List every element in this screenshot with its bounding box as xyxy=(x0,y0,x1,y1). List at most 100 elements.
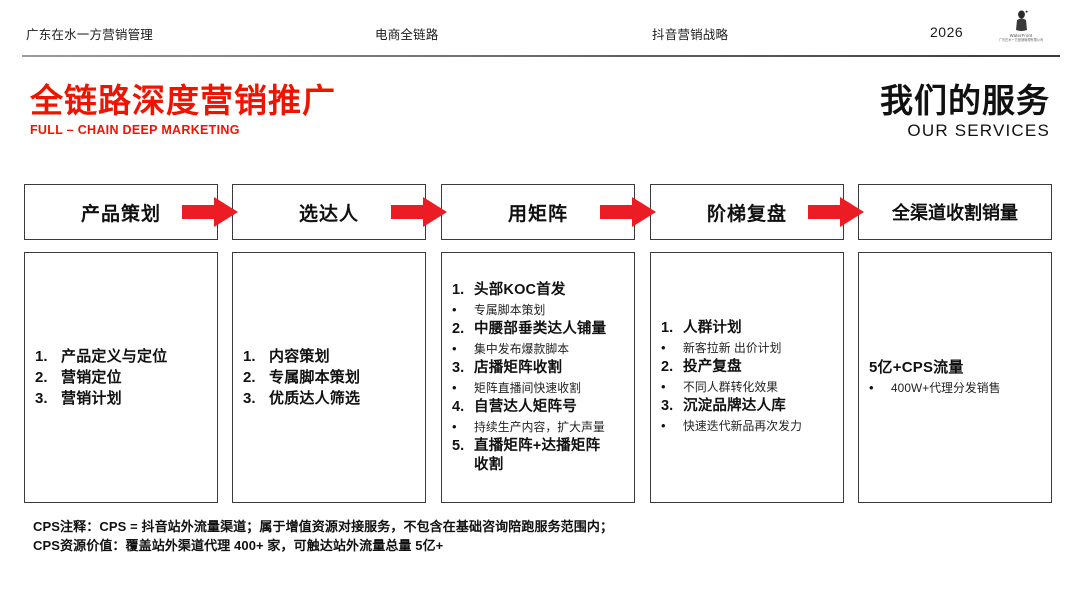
flow-body-box-5[interactable]: 5亿+CPS流量 • 400W+代理分发销售 xyxy=(858,252,1052,503)
list-item-number: 2. xyxy=(35,369,48,386)
list-item: 4. 自营达人矩阵号 xyxy=(452,398,626,417)
list-item: 3. 沉淀品牌达人库 xyxy=(661,397,835,416)
list-item: 1. 产品定义与定位 xyxy=(35,346,209,367)
list-item-number: 1. xyxy=(35,348,48,365)
bullet-icon: • xyxy=(452,418,457,434)
flow-body-box-3[interactable]: 1. 头部KOC首发 • 专属脚本策划 2. 中腰部垂类达人铺量 • 集中发布爆… xyxy=(441,252,635,503)
footer-note-cps-definition: CPS注释：CPS = 抖音站外流量渠道；属于增值资源对接服务，不包含在基础咨询… xyxy=(33,519,614,534)
flow-head-box-5[interactable]: 全渠道收割销量 xyxy=(858,184,1052,240)
list-item: 1. 人群计划 xyxy=(661,319,835,338)
list-item: 1. 头部KOC首发 xyxy=(452,281,626,300)
flow-head-label-5: 全渠道收割销量 xyxy=(892,203,1018,223)
list-subitem: • 不同人群转化效果 xyxy=(661,378,835,396)
logo-text: WaterFront xyxy=(1009,33,1033,38)
flow-body-box-1[interactable]: 1. 产品定义与定位 2. 营销定位 3. 营销计划 xyxy=(24,252,218,503)
list-subitem-label: 持续生产内容，扩大声量 xyxy=(474,419,605,434)
bullet-icon: • xyxy=(869,379,874,395)
flow-head-label-4: 阶梯复盘 xyxy=(706,203,787,225)
list-subitem: • 400W+代理分发销售 xyxy=(869,379,1043,397)
list-subitem-label: 专属脚本策划 xyxy=(474,302,546,317)
flow-head-label-1: 产品策划 xyxy=(80,203,161,225)
list-subitem: • 专属脚本策划 xyxy=(452,301,626,319)
list-item-label: 直播矩阵+达播矩阵 xyxy=(474,437,601,454)
page-title-left: 全链路深度营销推广 FULL – CHAIN DEEP MARKETING xyxy=(30,82,336,138)
list-subitem-label: 400W+代理分发销售 xyxy=(891,380,1001,395)
footer-note-cps-value: CPS资源价值：覆盖站外渠道代理 400+ 家，可触达站外流量总量 5亿+ xyxy=(33,538,444,553)
list-item-number: 2. xyxy=(452,320,465,337)
list-item-number: 3. xyxy=(452,359,465,376)
flow-arrow-right-icon-2 xyxy=(391,197,447,227)
list-item-label: 产品定义与定位 xyxy=(61,348,168,365)
list-item: 2. 中腰部垂类达人铺量 xyxy=(452,320,626,339)
list-item-label: 头部KOC首发 xyxy=(474,281,566,298)
list-item-label: 沉淀品牌达人库 xyxy=(683,398,786,414)
list-item-label: 营销定位 xyxy=(61,369,122,386)
list-item: 5. 直播矩阵+达播矩阵 xyxy=(452,437,626,456)
list-subitem: • 快速迭代新品再次发力 xyxy=(661,417,835,435)
bullet-icon: • xyxy=(452,340,457,356)
list-item: 2. 投产复盘 xyxy=(661,358,835,377)
page-title-right: 我们的服务 OUR SERVICES xyxy=(880,82,1050,141)
list-item-number: 2. xyxy=(243,369,256,386)
flow-body-box-2[interactable]: 1. 内容策划 2. 专属脚本策划 3. 优质达人筛选 xyxy=(232,252,426,503)
bullet-icon: • xyxy=(661,340,666,355)
list-item-label: 自营达人矩阵号 xyxy=(474,398,577,415)
flow-head-box-4[interactable]: 阶梯复盘 xyxy=(650,184,844,240)
list-subitem: • 新客拉新 出价计划 xyxy=(661,339,835,357)
list-item-number: 2. xyxy=(661,359,674,375)
list-item-number: 3. xyxy=(35,390,48,407)
title-left-cn: 全链路深度营销推广 xyxy=(30,82,336,119)
bullet-icon: • xyxy=(661,379,666,394)
title-left-en: FULL – CHAIN DEEP MARKETING xyxy=(30,123,240,137)
list-item-number: 4. xyxy=(452,398,465,415)
list-item-continuation: . 收割 xyxy=(452,456,626,475)
list-subitem-label: 新客拉新 出价计划 xyxy=(683,341,782,355)
list-item-label: 中腰部垂类达人铺量 xyxy=(474,320,607,337)
list-item-label: 店播矩阵收割 xyxy=(474,359,563,376)
list-item-number: 1. xyxy=(452,281,465,298)
bullet-icon: • xyxy=(452,301,457,317)
list-subitem-label: 矩阵直播间快速收割 xyxy=(474,380,582,395)
cps-traffic-value: 5亿+CPS流量 xyxy=(869,358,964,376)
list-item: 3. 优质达人筛选 xyxy=(243,388,417,409)
list-item-number: 3. xyxy=(243,390,256,407)
list-item-number: 1. xyxy=(243,348,256,365)
list-item: 1. 内容策划 xyxy=(243,346,417,367)
flow-arrow-right-icon-3 xyxy=(600,197,656,227)
flow-arrow-right-icon-1 xyxy=(182,197,238,227)
title-right-cn: 我们的服务 xyxy=(880,82,1050,119)
list-item-label: 专属脚本策划 xyxy=(269,369,361,386)
bullet-icon: • xyxy=(661,418,666,433)
list-item-number: 3. xyxy=(661,398,674,414)
list-item-label: 内容策划 xyxy=(269,348,330,365)
waterfront-logo: WaterFront 广东在水一方营销管理有限公司 xyxy=(995,10,1047,50)
list-item: 3. 营销计划 xyxy=(35,388,209,409)
flow-head-label-2: 选达人 xyxy=(298,203,359,225)
header-company: 广东在水一方营销管理 xyxy=(26,28,154,42)
list-item-label: 营销计划 xyxy=(61,390,122,407)
header-year: 2026 xyxy=(930,24,964,40)
list-item-label: 优质达人筛选 xyxy=(269,390,361,407)
list-subitem-label: 集中发布爆款脚本 xyxy=(474,341,570,356)
slide-header: 广东在水一方营销管理 电商全链路 抖音营销战略 2026 WaterFront … xyxy=(0,0,1080,57)
list-item-number: 1. xyxy=(661,320,674,336)
footer-notes: CPS注释：CPS = 抖音站外流量渠道；属于增值资源对接服务，不包含在基础咨询… xyxy=(33,517,1033,555)
logo-figure-icon xyxy=(1015,10,1028,31)
list-item: 2. 专属脚本策划 xyxy=(243,367,417,388)
list-item-label: 收割 xyxy=(474,456,504,473)
header-topic: 电商全链路 xyxy=(375,28,439,42)
header-divider xyxy=(22,55,1060,57)
list-item: 2. 营销定位 xyxy=(35,367,209,388)
flow-body-box-4[interactable]: 1. 人群计划 • 新客拉新 出价计划 2. 投产复盘 • 不同人群转化效果 3… xyxy=(650,252,844,503)
title-right-en: OUR SERVICES xyxy=(907,121,1050,140)
logo-subtext: 广东在水一方营销管理有限公司 xyxy=(998,38,1044,42)
flow-arrow-right-icon-4 xyxy=(808,197,864,227)
list-subitem-label: 不同人群转化效果 xyxy=(683,380,779,394)
bullet-icon: • xyxy=(452,379,457,395)
list-item-label: 投产复盘 xyxy=(683,359,742,375)
list-item-number: 5. xyxy=(452,437,465,454)
list-subitem: • 集中发布爆款脚本 xyxy=(452,340,626,358)
list-item: 3. 店播矩阵收割 xyxy=(452,359,626,378)
header-strategy: 抖音营销战略 xyxy=(652,28,729,42)
